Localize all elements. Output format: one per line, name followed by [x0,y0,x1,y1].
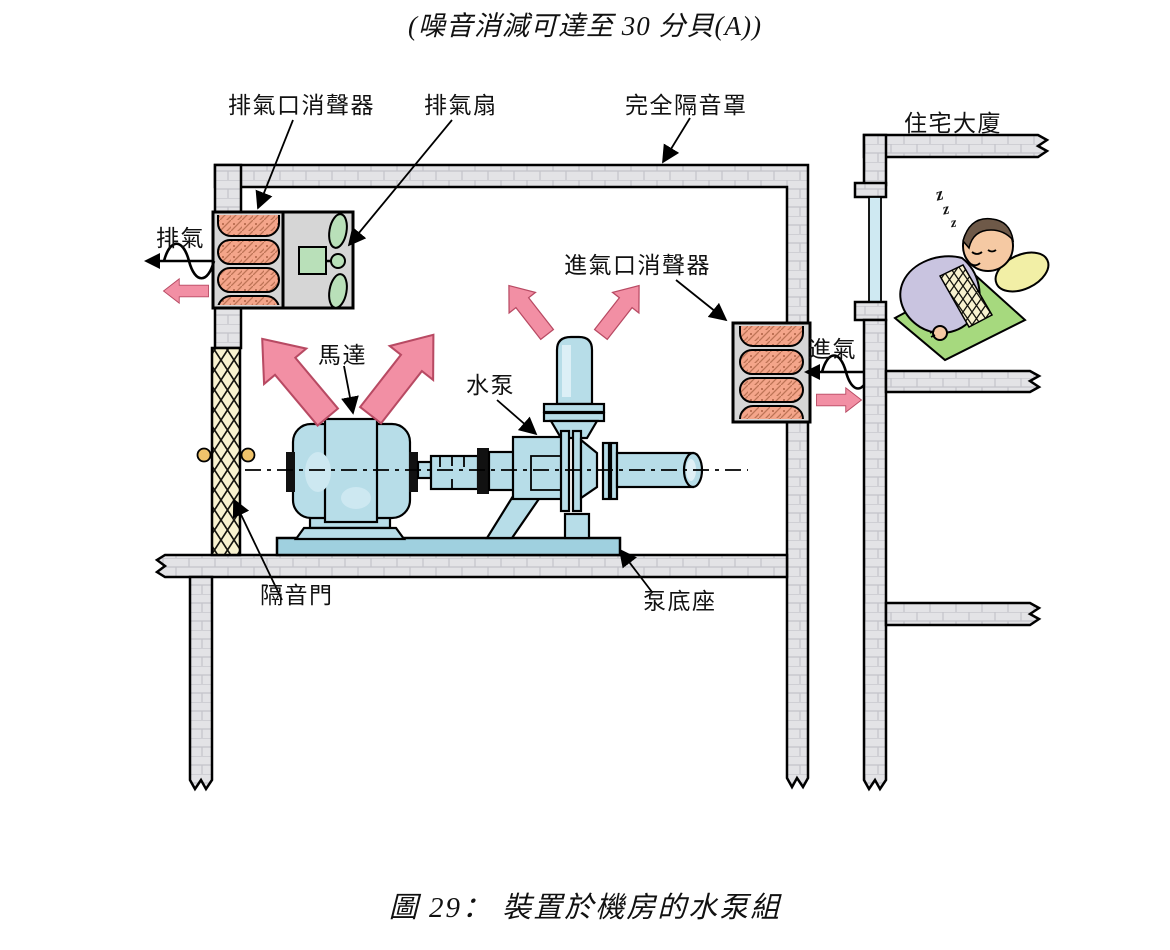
building-floor-lower [884,601,1042,627]
noise-arrow-small-left [495,274,561,346]
window-glass [868,196,882,303]
machine-room-floor [154,553,789,579]
label-exhaust-air: 排氣 [156,225,205,251]
shaft-coupling [416,454,480,491]
building-ceiling-slab [862,133,1050,159]
label-pump-base: 泵底座 [643,588,717,614]
door-handle-icon [196,447,212,463]
quilt-edge [938,264,994,328]
basement-wall-left [188,575,214,792]
noise-arrow-exhaust-out [163,278,209,304]
exhaust-silencer-unit [211,210,355,310]
label-acoustic-door: 隔音門 [260,582,334,608]
intake-silencer-unit [731,321,812,424]
label-intake-silencer: 進氣口消聲器 [564,252,711,278]
building-floor-upper [884,369,1042,394]
acoustic-door [196,346,256,557]
exhaust-airflow-symbol [144,242,216,280]
noise-arrow-up-right [347,316,457,434]
building-wall [862,318,888,792]
label-exhaust-silencer: 排氣口消聲器 [228,92,375,118]
leader-lines [232,117,728,601]
motor-unit [286,417,418,541]
figure-title: (噪音消減可達至 30 分貝(A)) [408,11,762,41]
sleeping-person [893,217,1050,362]
noise-arrow-intake-out [816,387,862,413]
exhaust-fan-icon [298,213,348,309]
label-exhaust-fan: 排氣扇 [424,92,498,118]
person-hair [962,217,1015,250]
label-residential-building: 住宅大廈 [904,110,1002,136]
water-pump-unit [477,335,704,540]
pump-base-plate [275,536,622,557]
label-full-acoustic-enclosure: 完全隔音罩 [625,92,748,118]
pump-riser-pipe [542,335,606,440]
label-intake-air: 進氣 [808,336,857,362]
figure-caption: 圖 29： 裝置於機房的水泵組 [388,892,782,924]
pillow [994,251,1050,293]
person-hand [932,325,948,341]
label-motor: 馬達 [318,342,367,368]
door-handle-icon [240,447,256,463]
residential-building [853,133,1050,792]
noise-arrow-small-right [587,274,653,346]
label-water-pump: 水泵 [466,372,515,398]
